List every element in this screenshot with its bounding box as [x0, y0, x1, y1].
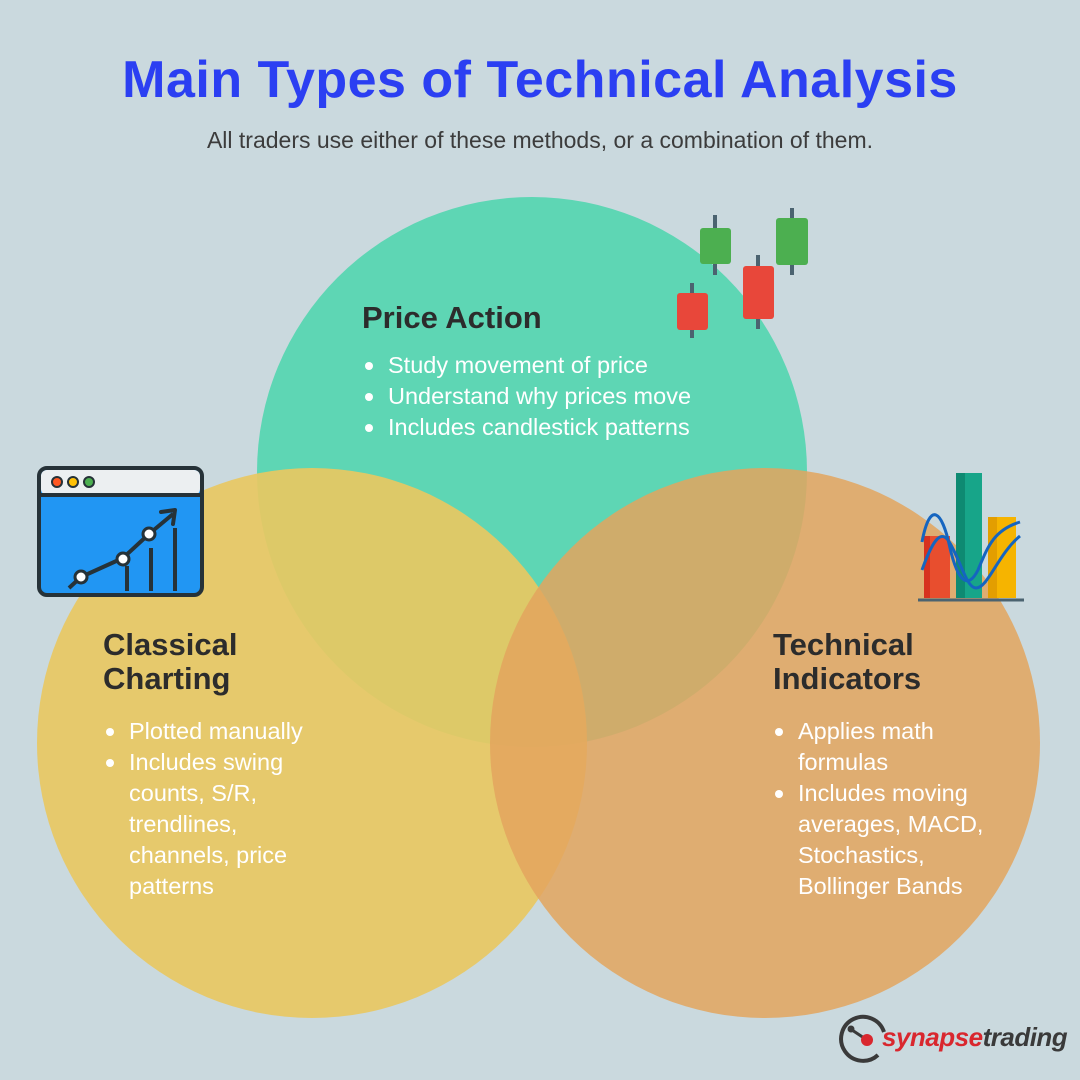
list-item: Plotted manually: [104, 716, 364, 747]
line-chart-window-icon: [37, 466, 204, 597]
bar-chart-indicator-icon: [918, 473, 1024, 602]
price-action-heading: Price Action: [362, 300, 542, 335]
bullet-line: formulas: [798, 749, 889, 775]
bullet-line: counts, S/R,: [129, 780, 257, 806]
list-item: Includes swing counts, S/R, trendlines, …: [104, 747, 364, 902]
bullet-line: Plotted manually: [129, 718, 303, 744]
logo-wordmark: synapsetrading: [882, 1022, 1068, 1053]
bullet-line: Applies math: [798, 718, 934, 744]
page-subtitle: All traders use either of these methods,…: [206, 127, 874, 153]
page-title: Main Types of Technical Analysis: [122, 51, 958, 109]
synapse-trading-logo: synapsetrading: [838, 1008, 1070, 1068]
bullet-line: Bollinger Bands: [798, 873, 963, 899]
heading-line: Classical: [103, 627, 238, 662]
price-action-bullets: Study movement of price Understand why p…: [363, 350, 783, 443]
synapse-logo-icon: [839, 1014, 886, 1063]
technical-indicators-bullets: Applies math formulas Includes moving av…: [773, 716, 1043, 902]
bullet-line: Includes swing: [129, 749, 284, 775]
bullet-line: Stochastics,: [798, 842, 925, 868]
technical-indicators-circle: [490, 468, 1040, 1018]
logo-text-trading: trading: [982, 1022, 1068, 1052]
heading-line: Indicators: [773, 661, 922, 696]
bullet-line: averages, MACD,: [798, 811, 984, 837]
classical-charting-heading: Classical Charting: [103, 628, 237, 696]
bullet-line: patterns: [129, 873, 214, 899]
candlestick-icon: [677, 208, 808, 338]
list-item: Includes moving averages, MACD, Stochast…: [773, 778, 1043, 902]
technical-indicators-heading: Technical Indicators: [773, 628, 921, 696]
list-item: Understand why prices move: [363, 381, 783, 412]
classical-charting-circle: [37, 468, 587, 1018]
heading-line: Charting: [103, 661, 231, 696]
logo-text-synapse: synapse: [882, 1022, 983, 1052]
list-item: Study movement of price: [363, 350, 783, 381]
bullet-line: channels, price: [129, 842, 288, 868]
list-item: Applies math formulas: [773, 716, 1043, 778]
bullet-line: Includes moving: [798, 780, 968, 806]
heading-line: Technical: [773, 627, 914, 662]
bullet-line: trendlines,: [129, 811, 238, 837]
list-item: Includes candlestick patterns: [363, 412, 783, 443]
classical-charting-bullets: Plotted manually Includes swing counts, …: [104, 716, 364, 902]
